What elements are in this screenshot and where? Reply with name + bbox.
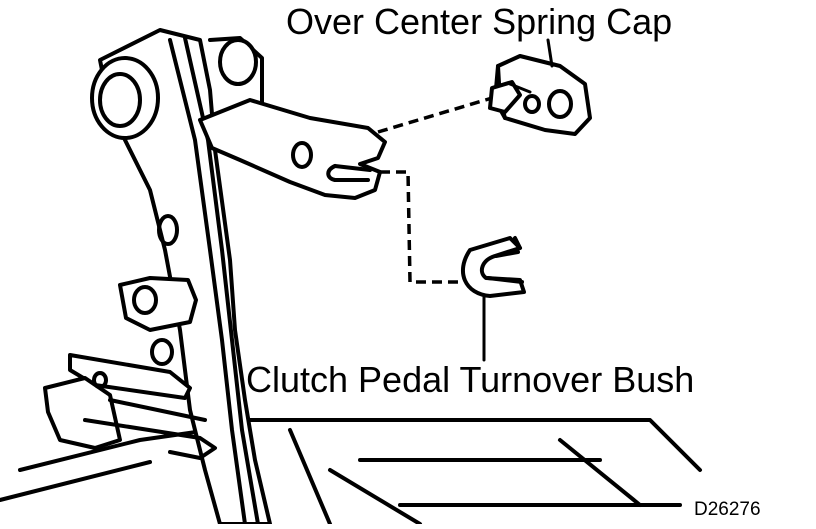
over-center-spring-cap-part xyxy=(488,54,592,136)
label-leader-lines xyxy=(482,38,554,362)
pedal-arm-features xyxy=(118,214,198,366)
assembly-alignment-lines xyxy=(377,96,493,284)
clutch-pedal-turnover-bush-label: Clutch Pedal Turnover Bush xyxy=(246,359,695,400)
over-center-spring-cap-label: Over Center Spring Cap xyxy=(286,1,673,42)
pedal-stopper-assembly xyxy=(43,353,217,460)
pedal-bracket-structure xyxy=(0,418,702,526)
pedal-lever-arm xyxy=(198,98,387,200)
figure-code-label: D26276 xyxy=(694,499,761,520)
pedal-pivot-boss xyxy=(90,36,264,140)
clutch-pedal-turnover-bush-part xyxy=(460,236,526,298)
